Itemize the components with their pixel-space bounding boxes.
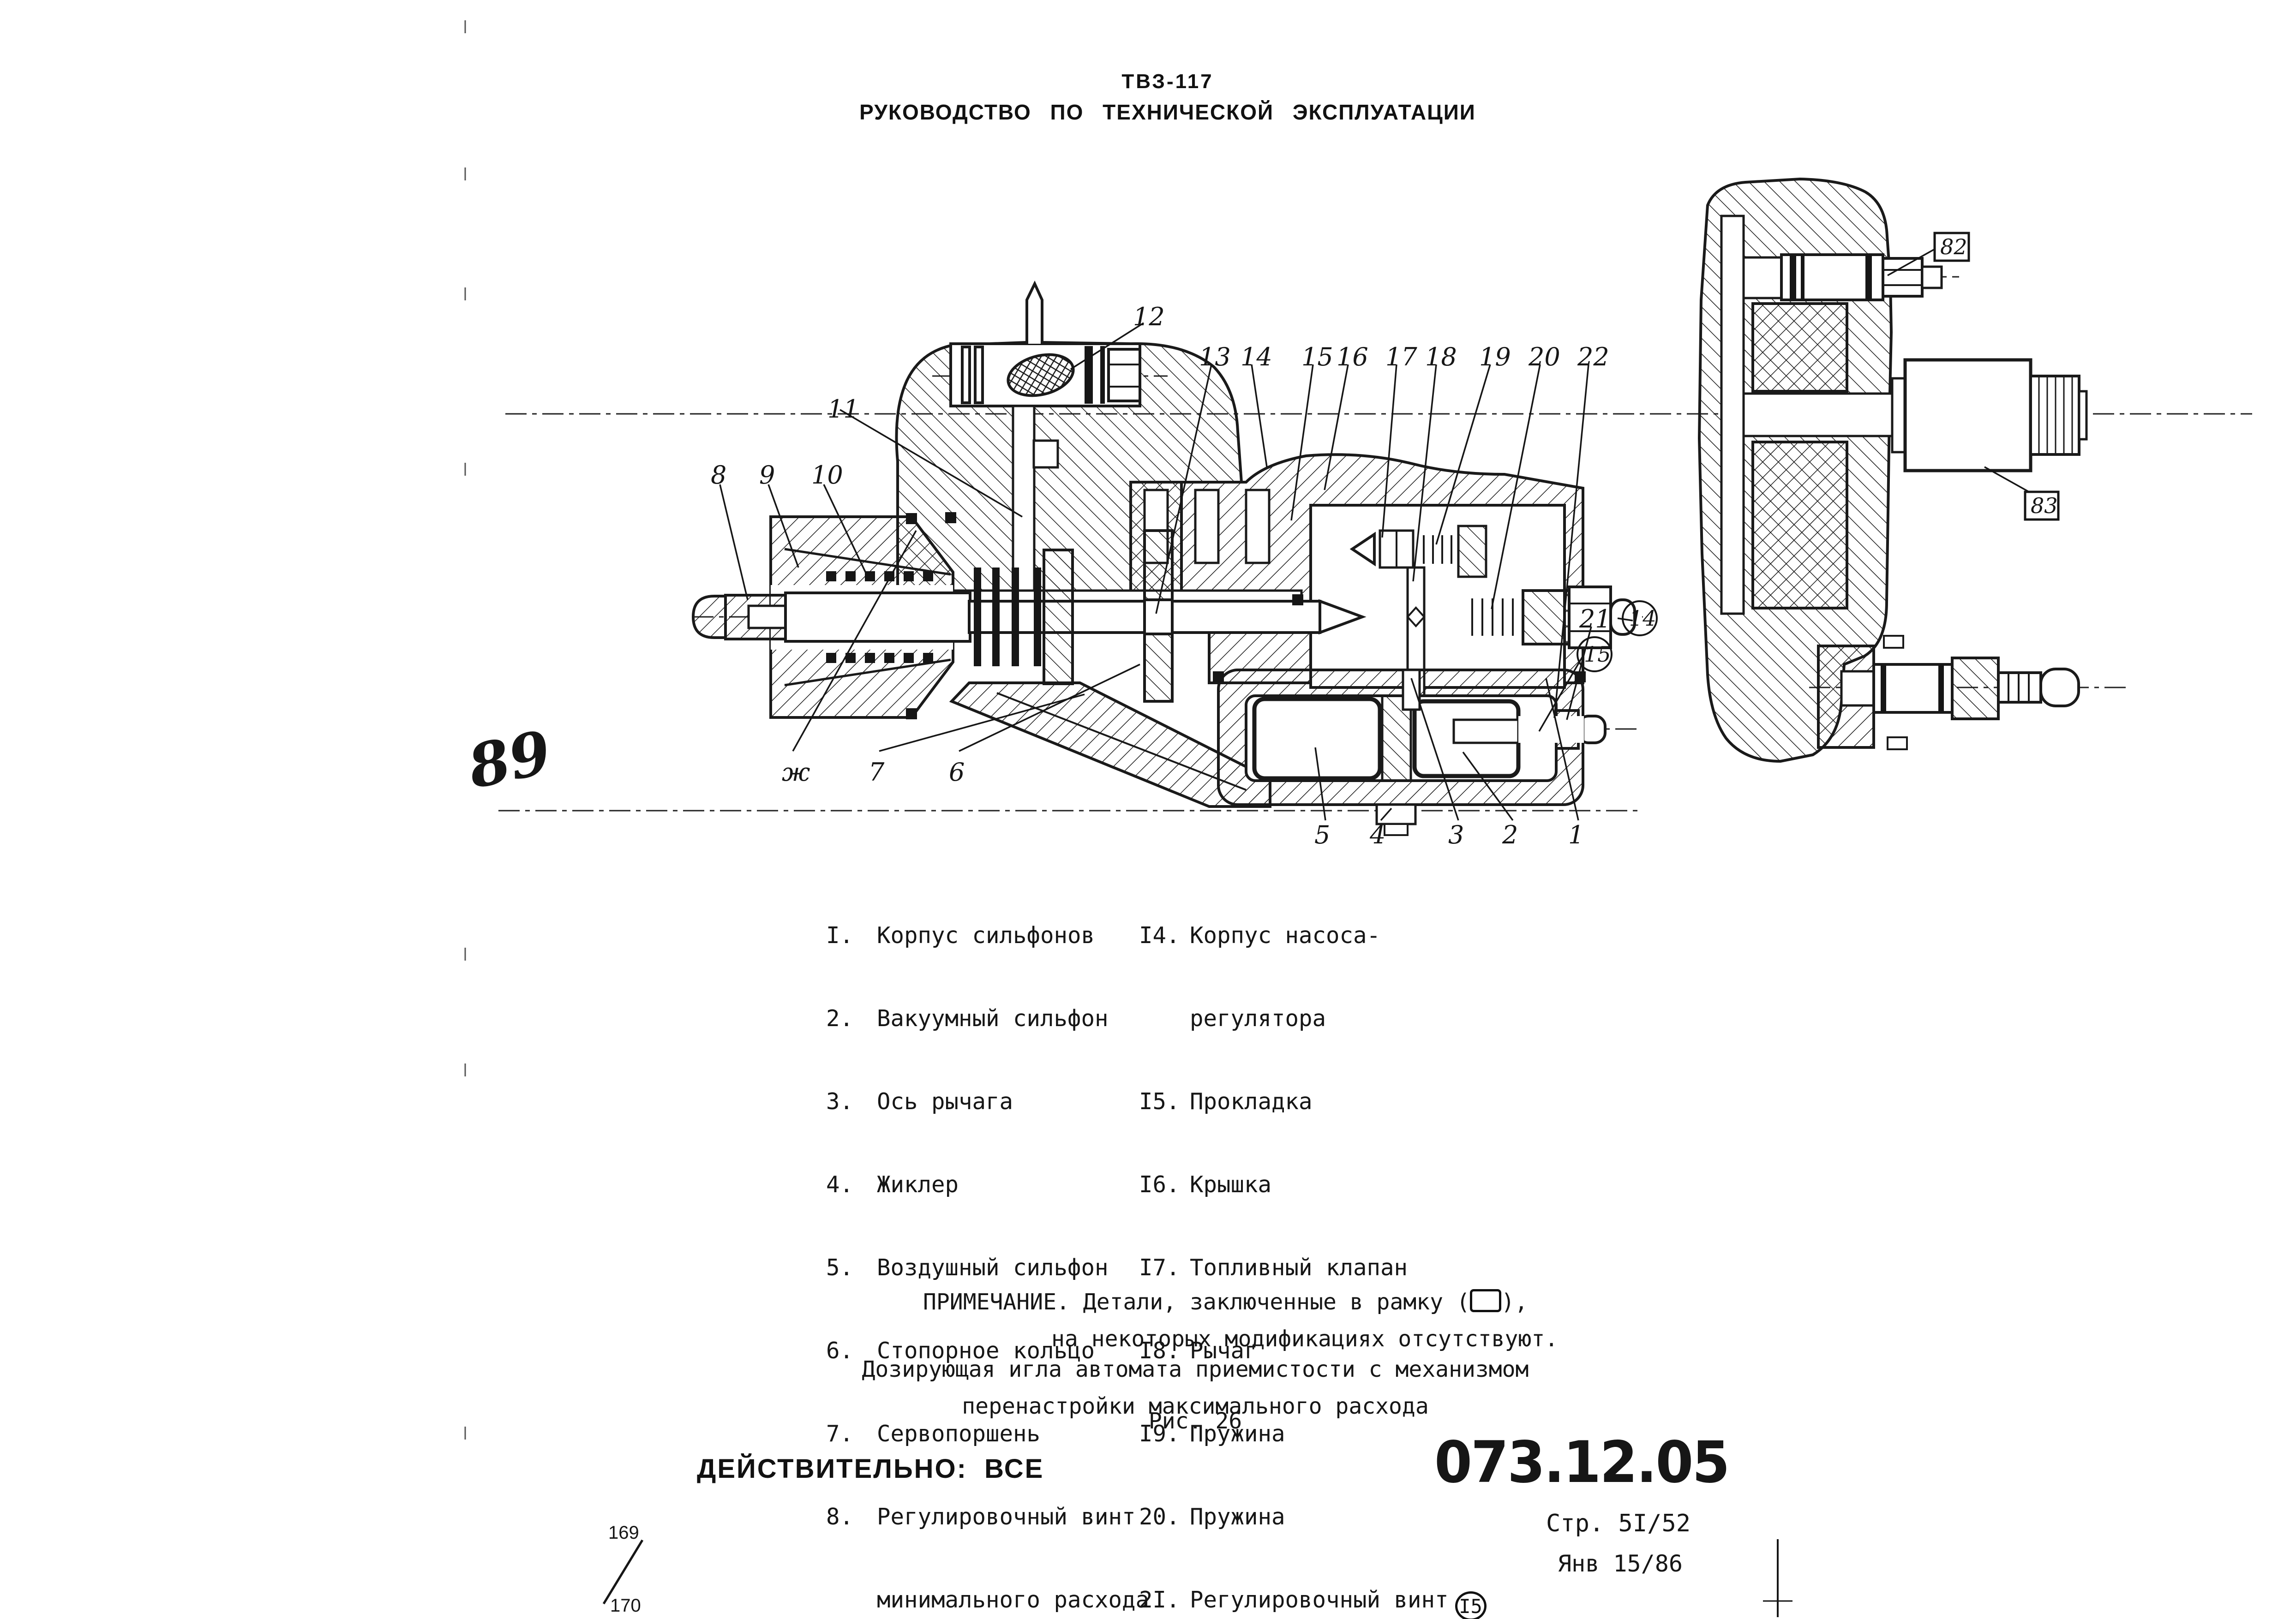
sheet-number-top: 169	[608, 1523, 639, 1543]
callout-5: 5	[1314, 820, 1330, 849]
callout-2: 2	[1502, 820, 1518, 849]
note-line-1: ПРИМЕЧАНИЕ. Детали, заключенные в рамку …	[923, 1289, 1528, 1315]
list-item: 2.Вакуумный сильфон	[826, 1005, 1109, 1032]
list-item: регулятора	[1190, 1005, 1326, 1032]
leader-lines	[719, 248, 2031, 821]
list-item: 7.Сервопоршень	[826, 1421, 1041, 1447]
callout-18: 18	[1425, 342, 1457, 371]
note-line-2: на некоторых модификациях отсутствуют.	[1051, 1326, 1559, 1352]
figure-caption: Дозирующая игла автомата приемистости с …	[862, 1356, 1529, 1419]
effectivity-label: ДЕЙСТВИТЕЛЬНО: ВСЕ	[697, 1454, 1044, 1484]
list-item: 8.Регулировочный винт	[826, 1504, 1136, 1530]
list-item: I8.Рычаг	[1139, 1338, 1258, 1364]
callout-zh: ж	[782, 758, 810, 787]
callout-19: 19	[1479, 342, 1511, 371]
note-block: ПРИМЕЧАНИЕ. Детали, заключенные в рамку …	[923, 1284, 1558, 1357]
engine-model: ТВЗ-117	[1121, 70, 1214, 93]
list-item: I.Корпус сильфонов	[826, 922, 1095, 949]
callout-11: 11	[827, 394, 859, 424]
callout-14: 14	[1241, 342, 1272, 371]
page-reference: Стр. 5I/52	[1546, 1510, 1691, 1537]
list-item: I4.Корпус насоса-	[1139, 922, 1381, 949]
registration-mark-bottom	[1763, 1539, 1792, 1617]
callout-3: 3	[1448, 820, 1464, 849]
callout-12: 12	[1133, 302, 1165, 331]
list-item: 6.Стопорное кольцо	[826, 1338, 1095, 1364]
callout-17: 17	[1385, 342, 1417, 371]
callout-10: 10	[811, 460, 843, 490]
callout-1: 1	[1568, 820, 1584, 849]
sheet-fraction-slash	[602, 1539, 644, 1605]
list-item: 3.Ось рычага	[826, 1088, 1013, 1115]
doc-number: 073.12.05	[1434, 1429, 1730, 1496]
list-item: I7.Топливный клапан	[1139, 1255, 1408, 1281]
callout-13: 13	[1199, 342, 1231, 371]
callout-labels: 12 11 13 14 15 16 17 18 19 20 22 8 9 10 …	[711, 232, 2060, 849]
figure-number: Рис. 26	[1148, 1408, 1242, 1434]
manual-title: РУКОВОДСТВО ПО ТЕХНИЧЕСКОЙ ЭКСПЛУАТАЦИИ	[859, 100, 1476, 124]
frame-box-glyph	[1469, 1289, 1501, 1312]
callout-circled-14: 14	[1629, 606, 1656, 631]
callout-4: 4	[1369, 820, 1385, 849]
parts-list-right: I4.Корпус насоса- регулятора I5.Прокладк…	[1139, 866, 1793, 1619]
list-item: 20.Пружина	[1139, 1504, 1285, 1530]
spring-sections	[826, 571, 933, 663]
note-label: ПРИМЕЧАНИЕ.	[923, 1289, 1070, 1315]
callout-8: 8	[711, 460, 726, 490]
callout-9: 9	[759, 460, 775, 490]
list-item: 5.Воздушный сильфон	[826, 1255, 1109, 1281]
callout-16: 16	[1337, 342, 1368, 371]
seal-dots	[906, 512, 1586, 719]
callout-7: 7	[869, 758, 885, 787]
page-header: ТВЗ-117 РУКОВОДСТВО ПО ТЕХНИЧЕСКОЙ ЭКСПЛ…	[669, 70, 1666, 125]
side-view	[1697, 177, 2088, 763]
callout-21: 21	[1579, 604, 1611, 633]
main-view	[691, 280, 1636, 836]
sheet-number-bottom: 170	[610, 1595, 641, 1616]
callout-circled-15: 15	[1584, 642, 1611, 667]
circled-part-marker: I5	[1455, 1591, 1487, 1619]
revision-date: Янв 15/86	[1558, 1550, 1683, 1577]
list-item: I5.Прокладка	[1139, 1088, 1313, 1115]
callout-15: 15	[1301, 342, 1333, 371]
list-item: минимального расхода	[877, 1587, 1150, 1613]
list-item: I9.Пружина	[1139, 1421, 1285, 1447]
list-item: 4.Жиклер	[826, 1171, 959, 1198]
callout-boxed-83: 83	[2031, 493, 2058, 518]
parts-list-left: I.Корпус сильфонов 2.Вакуумный сильфон 3…	[826, 866, 1149, 1619]
callout-20: 20	[1528, 342, 1560, 371]
callout-6: 6	[949, 758, 965, 787]
callout-22: 22	[1577, 342, 1609, 371]
list-item: I6.Крышка	[1139, 1171, 1272, 1198]
callout-boxed-82: 82	[1940, 234, 1967, 259]
